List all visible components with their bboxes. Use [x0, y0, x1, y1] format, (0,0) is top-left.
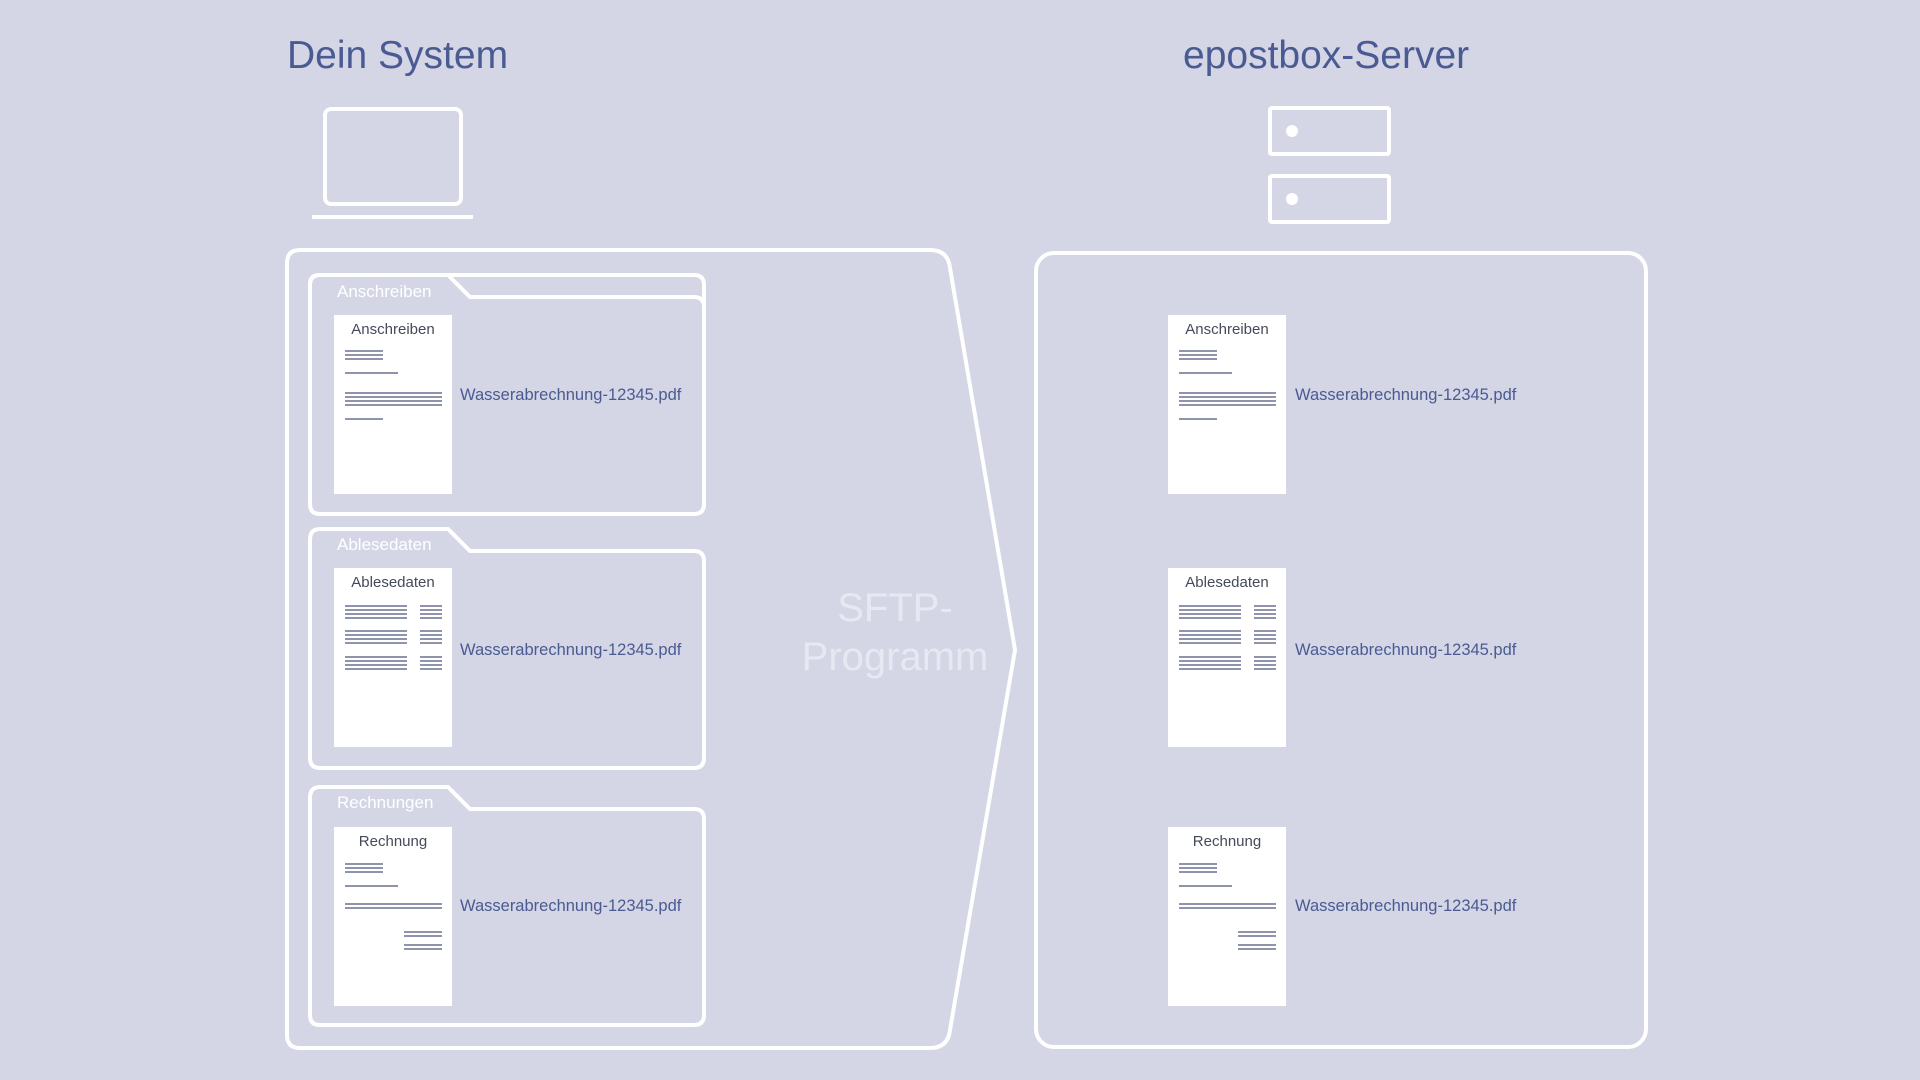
document-invoice-lines — [1179, 863, 1276, 950]
document-invoice-lines — [345, 863, 442, 950]
folder-outline-ablesedaten — [308, 527, 706, 770]
document-text-lines — [345, 350, 442, 420]
document-table-lines — [1179, 605, 1276, 670]
laptop-icon — [312, 107, 473, 219]
server-document-thumbnail-rechnung: Rechnung — [1168, 827, 1286, 1006]
file-name: Wasserabrechnung-12345.pdf — [460, 897, 682, 915]
file-name: Wasserabrechnung-12345.pdf — [1295, 897, 1517, 915]
document-title: Rechnung — [1192, 833, 1262, 850]
server-document-thumbnail-anschreiben: Anschreiben — [1168, 315, 1286, 494]
document-title: Rechnung — [358, 833, 428, 850]
local-system-title: Dein System — [287, 34, 509, 77]
document-title: Anschreiben — [1185, 321, 1269, 338]
server-icon — [1268, 106, 1391, 224]
document-thumbnail-rechnung: Rechnung — [334, 827, 452, 1006]
file-name: Wasserabrechnung-12345.pdf — [460, 386, 682, 404]
document-title: Anschreiben — [351, 321, 435, 338]
server-title: epostbox-Server — [1183, 34, 1470, 77]
file-name: Wasserabrechnung-12345.pdf — [1295, 641, 1517, 659]
document-title: Ablesedaten — [1185, 574, 1269, 591]
document-text-lines — [1179, 350, 1276, 420]
sftp-program-label: SFTP- Programm — [801, 586, 989, 679]
document-title: Ablesedaten — [351, 574, 435, 591]
document-table-lines — [345, 605, 442, 670]
server-document-thumbnail-ablesedaten: Ablesedaten — [1168, 568, 1286, 747]
document-thumbnail-ablesedaten: Ablesedaten — [334, 568, 452, 747]
local-system-arrow-frame — [285, 248, 1018, 1050]
folder-tab-label: Ablesedaten — [337, 535, 432, 554]
file-name: Wasserabrechnung-12345.pdf — [1295, 386, 1517, 404]
server-frame — [1034, 251, 1648, 1049]
folder-tab-label: Anschreiben — [337, 282, 432, 301]
folder-outline-rechnungen — [308, 785, 706, 1027]
file-name: Wasserabrechnung-12345.pdf — [460, 641, 682, 659]
folder-tab-label: Rechnungen — [337, 793, 434, 812]
document-thumbnail-anschreiben: Anschreiben — [334, 315, 452, 494]
